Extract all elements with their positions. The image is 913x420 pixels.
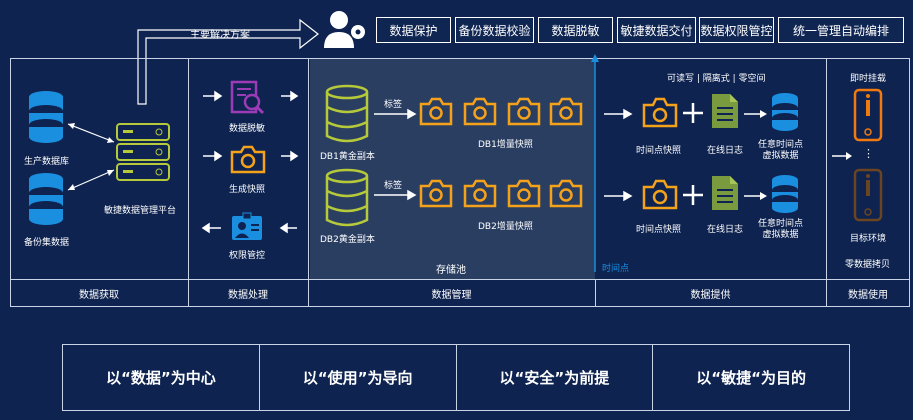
pit-snapshot-icon [642,179,678,210]
divider [308,58,309,307]
principle-security-first: 以“安全”为前提 [457,345,654,410]
permission-label: 权限管控 [229,251,266,261]
permission-badge-icon [232,212,262,240]
eq-arrow [744,110,767,118]
db1-gold-copy-icon [325,84,369,143]
masking-label: 数据脱敏 [229,124,266,134]
production-db-label: 生产数据库 [24,157,70,167]
principle-data-centric: 以“数据”为中心 [63,345,260,410]
chip-data-masking[interactable]: 数据脱敏 [538,17,613,43]
chip-agile-delivery[interactable]: 敏捷数据交付 [617,17,696,43]
eq-arrow [744,192,767,200]
admin-gear-icon [324,11,365,48]
stage-use: 数据使用 [848,289,888,301]
virtual-data-db-icon [772,175,798,213]
online-log-label-2: 在线日志 [707,225,744,235]
snapshot-camera-icon [230,145,266,174]
principle-usage-oriented: 以“使用”为导向 [260,345,457,410]
solution-arrow [137,18,319,105]
provide-header: 可读写 | 隔离式 | 零空间 [667,74,766,84]
pit-snapshot-label-2: 时间点快照 [636,225,682,235]
db1-incr-label: DB1增量快照 [478,140,533,150]
backup-db-icon [29,173,63,225]
mobile-device-icon [853,88,883,142]
process-arrows [201,90,299,234]
principles-banner: 以“数据”为中心 以“使用”为导向 以“安全”为前提 以“敏捷“为目的 [62,344,850,411]
tag-label-2: 标签 [384,181,403,191]
instant-mount-label: 即时挂载 [850,74,887,84]
stage-provide: 数据提供 [690,289,731,301]
online-log-icon [712,176,738,210]
mobile-device-icon [853,168,883,222]
db2-incremental-snapshots [419,179,583,208]
online-log-icon [712,94,738,128]
db2-incr-label: DB2增量快照 [478,222,533,232]
stage-process: 数据处理 [228,289,268,301]
virtual-data-label-2: 任意时间点 虚拟数据 [758,219,804,240]
main-solution-label: 主要解决方案 [190,30,250,41]
plus-icon [683,103,703,123]
sync-arrows [67,123,115,191]
chip-data-protection[interactable]: 数据保护 [376,17,451,43]
db2-gold-copy-icon [325,168,369,227]
db1-incremental-snapshots [419,97,583,126]
chip-unified-orchestration[interactable]: 统一管理自动编排 [778,17,904,43]
platform-server-icon [116,123,170,181]
pit-snapshot-label-1: 时间点快照 [636,146,682,156]
db1-full-label: DB1黄金副本 [320,152,375,162]
mount-arrow [832,152,852,160]
principle-agility-goal: 以“敏捷“为目的 [696,369,806,387]
storage-pool-label: 存储池 [436,265,466,276]
snapshot-label: 生成快照 [229,185,266,195]
divider [826,58,827,307]
online-log-label-1: 在线日志 [707,146,744,156]
target-env-label: 目标环境 [850,234,887,244]
more-devices-dots: ⋮ [863,147,874,160]
divider [188,58,189,307]
stage-manage: 数据管理 [431,289,472,301]
production-db-icon [29,91,63,143]
pipeline-frame [10,58,910,307]
chip-backup-verify[interactable]: 备份数据校验 [455,17,534,43]
zero-copy-label: 零数据拷贝 [845,260,891,270]
masking-doc-search-icon [230,80,265,115]
tag-arrows [374,108,417,201]
platform-label: 敏捷数据管理平台 [104,206,177,216]
storage-pool-area [310,59,595,279]
divider [595,279,596,307]
db2-full-label: DB2黄金副本 [320,235,375,245]
provide-arrows [604,108,633,202]
virtual-data-db-icon [772,93,798,131]
stage-acquire: 数据获取 [79,289,119,301]
pit-snapshot-icon [642,97,678,128]
footer-divider [10,279,910,280]
virtual-data-label-1: 任意时间点 虚拟数据 [758,140,804,161]
plus-icon [683,185,703,205]
timeline-label: 时间点 [602,264,630,274]
tag-label-1: 标签 [384,100,403,110]
timeline-axis [591,54,599,272]
backup-set-label: 备份集数据 [24,238,70,248]
chip-permission-control[interactable]: 数据权限管控 [699,17,774,43]
